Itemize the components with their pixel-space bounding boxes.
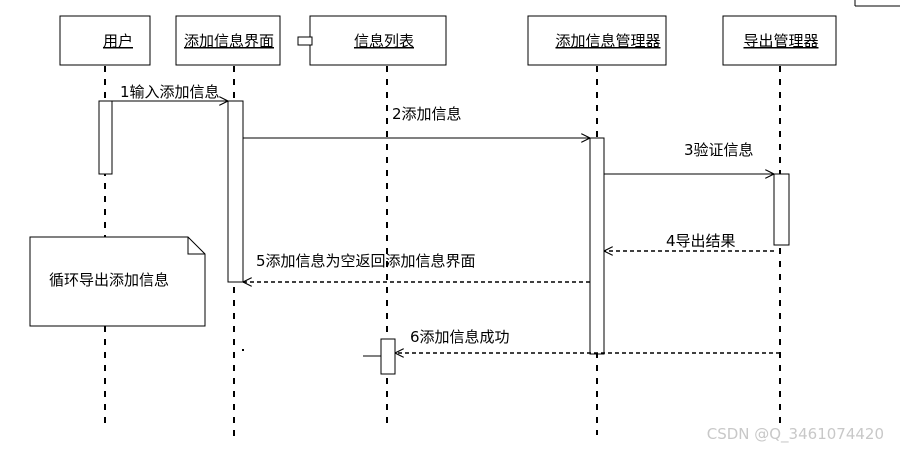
loop-note: 循环导出添加信息 [29, 236, 206, 327]
participant-info-list-label: 信息列表 [354, 32, 414, 50]
participant-add-ui: 添加信息界面 [175, 15, 281, 66]
participant-add-ui-label: 添加信息界面 [184, 32, 274, 50]
participant-user-label: 用户 [103, 32, 133, 50]
participant-info-list: 信息列表 [297, 15, 447, 66]
participant-user: 用户 [59, 15, 151, 66]
message-5-label: 5添加信息为空返回添加信息界面 [256, 252, 476, 270]
watermark: CSDN @Q_3461074420 [707, 425, 884, 444]
activation-add-manager [589, 137, 605, 355]
activation-info-list [380, 338, 396, 375]
participant-export-manager: 导出管理器 [722, 15, 837, 66]
message-1-label: 1输入添加信息 [120, 83, 220, 101]
loop-note-text: 循环导出添加信息 [49, 271, 169, 289]
message-2-label: 2添加信息 [392, 105, 462, 123]
message-6-label: 6添加信息成功 [410, 328, 510, 346]
activation-user [98, 100, 113, 175]
participant-add-manager: 添加信息管理器 [527, 15, 667, 66]
message-3-label: 3验证信息 [684, 141, 754, 159]
activation-export-manager [773, 173, 790, 246]
participant-add-manager-label: 添加信息管理器 [555, 32, 660, 50]
component-tab-icon [297, 36, 313, 46]
participant-export-manager-label: 导出管理器 [743, 32, 818, 50]
activation-add-ui [227, 100, 244, 283]
message-4-label: 4导出结果 [666, 232, 736, 250]
